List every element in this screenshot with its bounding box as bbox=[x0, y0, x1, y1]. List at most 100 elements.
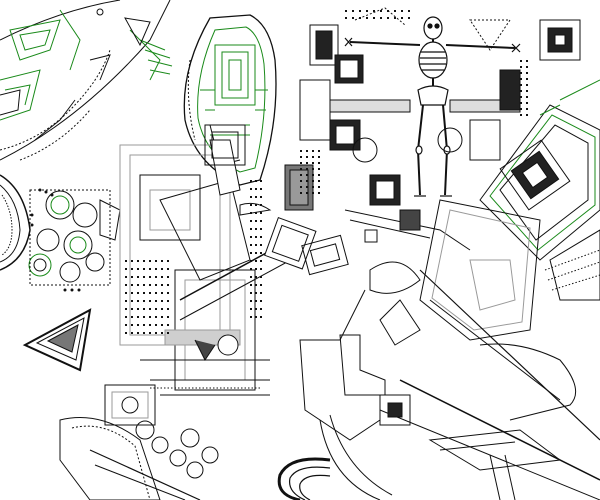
plan-dot bbox=[250, 236, 252, 238]
plan-dot bbox=[125, 308, 127, 310]
plan-dot bbox=[260, 244, 262, 246]
plan-dot bbox=[260, 300, 262, 302]
plan-dot bbox=[526, 78, 528, 80]
bottom-left-complex bbox=[59, 379, 260, 500]
plan-dot bbox=[143, 316, 145, 318]
plan-dot bbox=[306, 174, 308, 176]
plan-dot bbox=[300, 162, 302, 164]
plan-dot bbox=[167, 324, 169, 326]
plan-dot bbox=[345, 10, 347, 12]
plan-dot bbox=[131, 324, 133, 326]
plan-dot bbox=[149, 332, 151, 334]
plan-dot bbox=[149, 308, 151, 310]
plan-dot bbox=[161, 284, 163, 286]
plan-dot bbox=[260, 180, 262, 182]
plan-dot bbox=[255, 276, 257, 278]
plan-dot bbox=[260, 228, 262, 230]
plan-dot bbox=[167, 332, 169, 334]
plan-dot bbox=[161, 268, 163, 270]
skeleton-figure bbox=[344, 16, 521, 197]
plan-dot bbox=[161, 324, 163, 326]
plan-dot bbox=[394, 10, 396, 12]
plan-dot bbox=[526, 66, 528, 68]
plan-dot bbox=[255, 268, 257, 270]
plan-dot bbox=[394, 17, 396, 19]
plan-dot bbox=[260, 252, 262, 254]
plan-dot bbox=[260, 292, 262, 294]
plan-dot bbox=[161, 316, 163, 318]
plan-dot bbox=[255, 260, 257, 262]
plan-dot bbox=[250, 260, 252, 262]
plan-dot bbox=[318, 156, 320, 158]
plan-dot bbox=[131, 284, 133, 286]
plan-dot bbox=[161, 276, 163, 278]
plan-dot bbox=[526, 60, 528, 62]
plan-dot bbox=[161, 308, 163, 310]
plan-dot bbox=[143, 300, 145, 302]
plan-dot bbox=[526, 84, 528, 86]
plan-dot bbox=[125, 300, 127, 302]
plan-dot bbox=[255, 252, 257, 254]
plan-dot bbox=[300, 192, 302, 194]
plan-dot bbox=[255, 188, 257, 190]
plan-dot bbox=[520, 72, 522, 74]
plan-dot bbox=[167, 260, 169, 262]
plan-dot bbox=[300, 186, 302, 188]
plan-dot bbox=[149, 324, 151, 326]
plan-dot bbox=[125, 292, 127, 294]
plan-dot bbox=[260, 276, 262, 278]
plan-dot bbox=[359, 17, 361, 19]
plan-dot bbox=[155, 260, 157, 262]
plan-dot bbox=[131, 260, 133, 262]
plan-dot bbox=[255, 196, 257, 198]
plan-dot bbox=[250, 188, 252, 190]
plan-dot bbox=[250, 212, 252, 214]
plan-dot bbox=[250, 228, 252, 230]
plan-dot bbox=[137, 308, 139, 310]
plan-dot bbox=[260, 284, 262, 286]
plan-dot bbox=[520, 60, 522, 62]
plan-dot bbox=[526, 96, 528, 98]
plan-dot bbox=[131, 292, 133, 294]
plan-dot bbox=[161, 300, 163, 302]
plan-dot bbox=[260, 196, 262, 198]
plan-dot bbox=[167, 268, 169, 270]
plan-dot bbox=[300, 168, 302, 170]
plan-dot bbox=[255, 244, 257, 246]
plan-dot bbox=[125, 332, 127, 334]
plan-dot bbox=[250, 180, 252, 182]
plan-dot bbox=[131, 300, 133, 302]
plan-dot bbox=[131, 268, 133, 270]
plan-dot bbox=[345, 17, 347, 19]
stadium-track-plan bbox=[277, 457, 331, 500]
plan-dot bbox=[149, 268, 151, 270]
plan-dot bbox=[149, 276, 151, 278]
plan-dot bbox=[255, 236, 257, 238]
dotted-campus-plan bbox=[299, 7, 581, 251]
curved-freeform-plan bbox=[299, 199, 600, 500]
plan-dot bbox=[137, 276, 139, 278]
plan-dot bbox=[155, 308, 157, 310]
plan-dot bbox=[366, 17, 368, 19]
plan-dot bbox=[520, 84, 522, 86]
plan-dot bbox=[312, 168, 314, 170]
plan-dot bbox=[137, 284, 139, 286]
plan-dot bbox=[373, 10, 375, 12]
plan-dot bbox=[143, 308, 145, 310]
plan-dot bbox=[520, 66, 522, 68]
plan-dot bbox=[255, 220, 257, 222]
plan-dot bbox=[260, 212, 262, 214]
plan-dot bbox=[143, 324, 145, 326]
plan-dot bbox=[250, 204, 252, 206]
plan-dot bbox=[143, 284, 145, 286]
plan-dot bbox=[380, 10, 382, 12]
plan-dot bbox=[260, 260, 262, 262]
plan-dot bbox=[149, 292, 151, 294]
plan-dot bbox=[131, 316, 133, 318]
plan-dot bbox=[306, 156, 308, 158]
plan-dot bbox=[143, 292, 145, 294]
plan-dot bbox=[312, 192, 314, 194]
plan-dot bbox=[155, 300, 157, 302]
plan-dot bbox=[155, 268, 157, 270]
